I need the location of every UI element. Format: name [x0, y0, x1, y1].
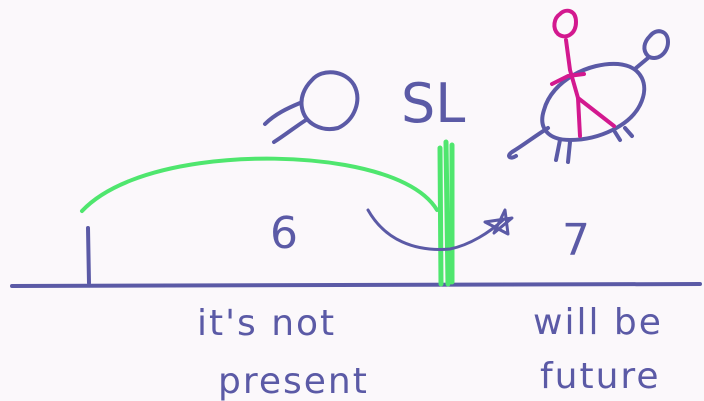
label-future: future: [540, 356, 661, 397]
label-will-be: will be: [533, 302, 663, 343]
label-present: present: [218, 361, 369, 401]
number-seven: 7: [562, 215, 590, 266]
green-arc: [80, 156, 439, 213]
green-divider: [437, 139, 455, 287]
star-icon: [483, 208, 514, 236]
start-tick: [86, 226, 91, 285]
sl-mark: SL: [401, 72, 465, 135]
number-six: 6: [270, 208, 298, 259]
curved-arrow: [366, 208, 505, 251]
swimmer-icon: [263, 70, 360, 144]
tortoise-with-rider-icon: [507, 8, 670, 164]
label-its-not: it's not: [197, 303, 336, 344]
timeline-baseline: [10, 282, 702, 288]
